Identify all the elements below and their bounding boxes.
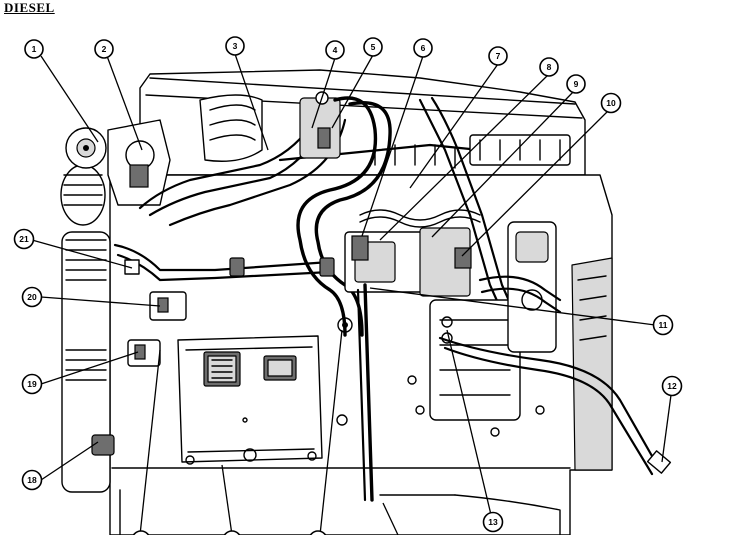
callout-19: 19: [21, 373, 43, 395]
svg-text:20: 20: [27, 292, 37, 302]
callout-7: 7: [488, 46, 508, 66]
callout-11: 11: [652, 314, 674, 336]
callout-10: 10: [600, 92, 622, 114]
svg-text:21: 21: [19, 234, 29, 244]
right-components: [336, 221, 672, 476]
callout-3: 3: [225, 36, 245, 56]
callout-12: 12: [661, 375, 683, 397]
svg-text:3: 3: [233, 41, 238, 51]
fuel-pump: [344, 209, 521, 421]
callout-partial-bottom-2: [223, 530, 241, 535]
callout-balloons: 1 2 3 4 5 6 7: [13, 36, 683, 535]
engine-control-module: [177, 335, 323, 465]
svg-text:10: 10: [606, 98, 616, 108]
svg-text:11: 11: [659, 320, 668, 330]
svg-text:7: 7: [496, 51, 501, 61]
left-wiring: [91, 243, 374, 502]
callout-18: 18: [21, 469, 43, 491]
svg-text:18: 18: [27, 475, 37, 485]
page-title: DIESEL: [4, 0, 55, 15]
callout-8: 8: [539, 57, 559, 77]
callout-20: 20: [21, 286, 43, 308]
callout-partial-bottom-3: [309, 530, 327, 535]
svg-text:1: 1: [32, 44, 37, 54]
callout-13: 13: [482, 511, 504, 533]
svg-text:4: 4: [333, 45, 338, 55]
svg-text:2: 2: [102, 44, 107, 54]
svg-text:12: 12: [667, 381, 677, 391]
svg-text:19: 19: [27, 379, 37, 389]
callout-2: 2: [94, 39, 114, 59]
callout-1: 1: [24, 39, 44, 59]
leader-lines: [31, 53, 672, 535]
svg-text:6: 6: [421, 43, 426, 53]
callout-9: 9: [566, 74, 586, 94]
svg-text:13: 13: [488, 517, 498, 527]
svg-text:5: 5: [371, 42, 376, 52]
callout-5: 5: [363, 37, 383, 57]
svg-text:9: 9: [574, 79, 579, 89]
callout-6: 6: [413, 38, 433, 58]
svg-text:8: 8: [547, 62, 552, 72]
upper-components: [107, 91, 571, 337]
callout-partial-bottom-1: [132, 530, 150, 535]
callout-4: 4: [325, 40, 345, 60]
callout-21: 21: [13, 228, 35, 250]
pulley-stack: [60, 164, 111, 493]
